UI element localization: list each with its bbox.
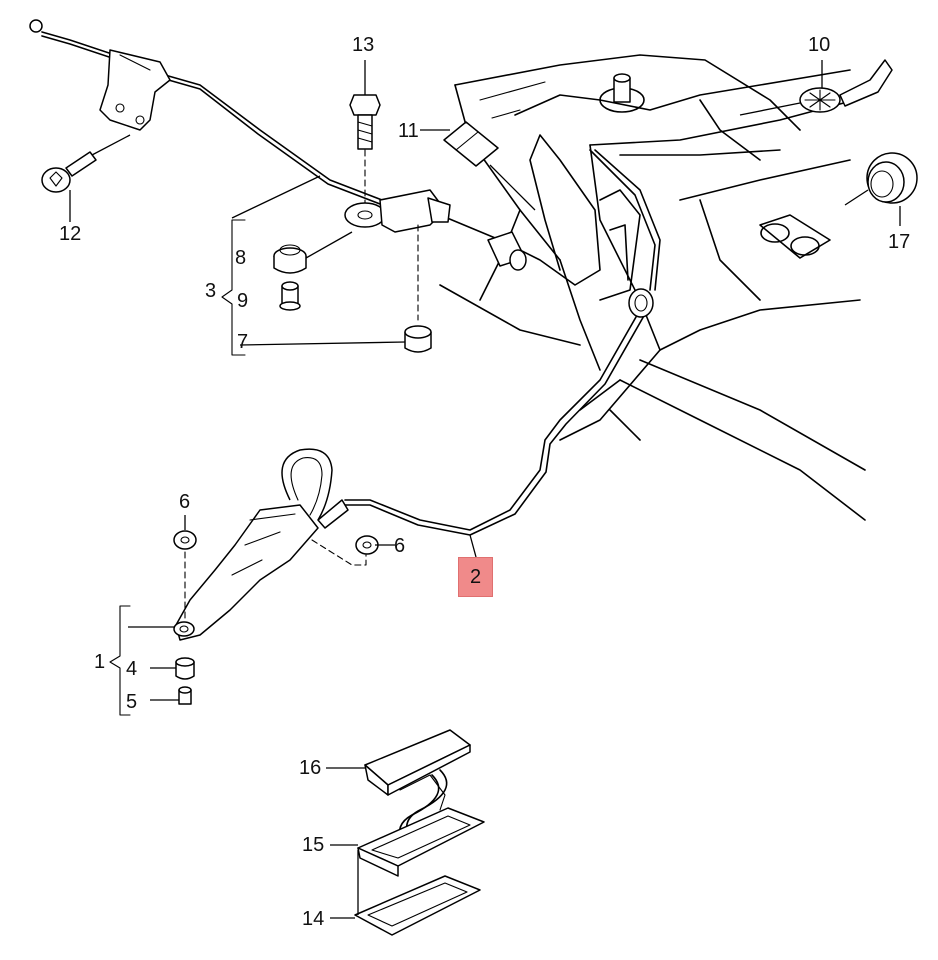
label-17: 17 [888,231,911,253]
label-4: 4 [126,658,138,680]
clip-11 [420,121,536,211]
label-7: 7 [237,331,249,353]
label-8: 8 [235,247,247,269]
label-5: 5 [126,691,138,713]
label-16: 16 [299,757,322,779]
label-14: 14 [302,908,325,930]
label-3: 3 [205,280,217,302]
label-9: 9 [237,290,249,312]
vehicle-body-outline [439,54,866,521]
clip-10 [739,59,893,116]
label-6a: 6 [179,491,191,513]
grommet-17 [844,152,918,226]
label-15: 15 [302,834,325,856]
label-12: 12 [59,223,82,245]
label-1: 1 [94,651,106,673]
label-11: 11 [398,120,419,142]
switch-assembly [326,729,485,936]
lock-assembly [221,60,451,356]
label-2: 2 [469,566,482,588]
label-13: 13 [352,34,375,56]
screw-12 [41,134,131,222]
label-10: 10 [808,34,831,56]
label-6b: 6 [394,535,406,557]
release-lever [109,448,477,716]
handle-bracket [29,19,171,131]
release-cable [41,31,661,536]
label-2-highlight: 2 [458,557,493,597]
